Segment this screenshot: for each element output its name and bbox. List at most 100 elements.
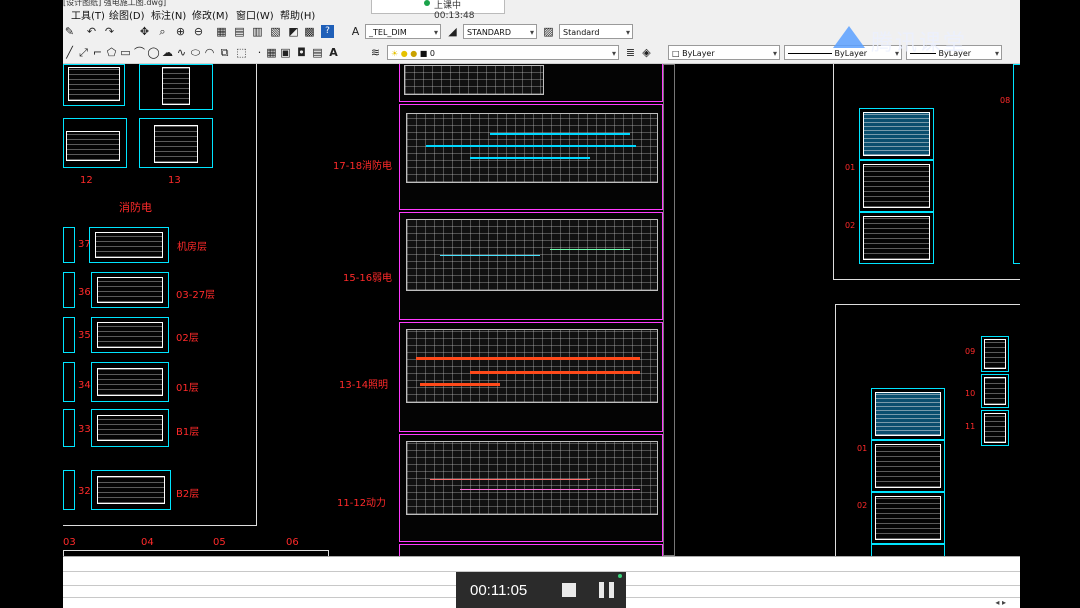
arc-icon[interactable]: ⌒ (134, 46, 145, 59)
dimstyle-value: _TEL_DIM (369, 28, 407, 37)
menu-modify[interactable]: 修改(M) (192, 11, 229, 22)
drawing-thumbnail (97, 415, 163, 441)
drawing-frame[interactable] (63, 470, 75, 510)
dimstyle-combo[interactable]: _TEL_DIM▾ (365, 24, 441, 39)
properties-icon[interactable]: ▦ (216, 25, 227, 38)
layer-combo[interactable]: ☀ ● ● ■ 0 ▾ (387, 45, 619, 60)
drawing-frame[interactable] (981, 374, 1009, 408)
layer-properties-icon[interactable]: ≋ (370, 46, 381, 59)
drawing-frame[interactable] (91, 362, 169, 402)
drawing-frame[interactable] (981, 410, 1009, 446)
drawing-frame[interactable] (871, 440, 945, 492)
construction-line-icon[interactable]: ⤢ (79, 46, 88, 59)
tablestyle-combo[interactable]: Standard▾ (559, 24, 633, 39)
hatch-icon[interactable]: ▦ (266, 46, 277, 59)
region-icon[interactable]: ◘ (297, 46, 306, 59)
drawing-frame[interactable] (981, 336, 1009, 372)
brush-icon[interactable]: ✎ (64, 25, 75, 38)
plan-sheet[interactable] (399, 104, 663, 210)
layer-previous-icon[interactable]: ◈ (642, 46, 651, 59)
tool-palette-icon[interactable]: ▥ (252, 25, 263, 38)
drawing-frame[interactable] (63, 64, 125, 106)
drawing-frame[interactable] (871, 544, 945, 556)
drawing-frame[interactable] (1013, 64, 1020, 264)
scroll-arrows-icon[interactable]: ◂ ▸ (995, 598, 1006, 607)
drawing-frame[interactable] (63, 272, 75, 308)
textstyle-value: STANDARD (467, 28, 512, 37)
tablestyle-icon[interactable]: ▨ (543, 25, 554, 38)
drawing-frame[interactable] (871, 388, 945, 440)
recording-label: 上课中 00:13:48 (434, 1, 475, 21)
plan-sheet[interactable] (399, 544, 663, 556)
dimstyle-icon[interactable]: A (351, 25, 360, 38)
polyline-icon[interactable]: ⌐ (92, 46, 103, 59)
textstyle-combo[interactable]: STANDARD▾ (463, 24, 537, 39)
textstyle-icon[interactable]: ◢ (448, 25, 457, 38)
wire (440, 255, 540, 256)
drawing-frame[interactable] (91, 317, 169, 353)
revision-cloud-icon[interactable]: ☁ (162, 46, 173, 59)
calculator-icon[interactable]: ▩ (304, 25, 315, 38)
sheet-set-icon[interactable]: ▧ (270, 25, 281, 38)
drawing-frame[interactable] (89, 227, 169, 263)
drawing-thumbnail (66, 131, 120, 161)
polygon-icon[interactable]: ⬠ (106, 46, 117, 59)
design-center-icon[interactable]: ▤ (234, 25, 245, 38)
menu-window[interactable]: 窗口(W) (236, 11, 274, 22)
markup-icon[interactable]: ◩ (288, 25, 299, 38)
drawing-frame[interactable] (63, 227, 75, 263)
gradient-icon[interactable]: ▣ (280, 46, 291, 59)
menu-draw[interactable]: 绘图(D) (109, 11, 145, 22)
chevron-down-icon: ▾ (994, 49, 999, 58)
menu-dimension[interactable]: 标注(N) (151, 11, 187, 22)
zoom-realtime-icon[interactable]: ⌕ (159, 25, 166, 38)
make-block-icon[interactable]: ⬚ (236, 46, 247, 59)
redo-icon[interactable]: ↷ (104, 25, 115, 38)
drawing-canvas[interactable]: 12 13 消防电 37 机房层 36 03-27层 35 02层 34 01层… (63, 64, 1020, 556)
line-icon[interactable]: ╱ (66, 46, 73, 59)
table-icon[interactable]: ▤ (312, 46, 323, 59)
drawing-frame[interactable] (871, 492, 945, 544)
plan-sheet[interactable] (399, 434, 663, 542)
make-current-layer-icon[interactable]: ≣ (625, 46, 636, 59)
sheet-number: 13 (168, 175, 181, 186)
undo-icon[interactable]: ↶ (86, 25, 97, 38)
drawing-frame[interactable] (139, 64, 213, 110)
wire (460, 489, 640, 490)
point-icon[interactable]: · (257, 46, 262, 59)
drawing-frame[interactable] (859, 212, 934, 264)
lineweight-combo[interactable]: ByLayer ▾ (906, 45, 1002, 60)
spline-icon[interactable]: ∿ (176, 46, 187, 59)
zoom-previous-icon[interactable]: ⊖ (193, 25, 204, 38)
plan-sheet[interactable] (399, 322, 663, 432)
stop-icon[interactable] (562, 583, 576, 597)
drawing-frame[interactable] (859, 160, 934, 212)
drawing-frame[interactable] (91, 470, 171, 510)
color-combo[interactable]: □ ByLayer ▾ (668, 45, 780, 60)
insert-block-icon[interactable]: ⧉ (220, 46, 229, 59)
drawing-frame[interactable] (63, 409, 75, 447)
drawing-frame[interactable] (139, 118, 213, 168)
menu-tools[interactable]: 工具(T) (71, 11, 105, 22)
plan-sheet[interactable] (399, 64, 663, 102)
drawing-frame[interactable] (63, 362, 75, 402)
help-icon[interactable]: ? (321, 25, 334, 38)
drawing-frame[interactable] (91, 409, 169, 447)
mtext-icon[interactable]: A (329, 46, 338, 59)
drawing-frame[interactable] (63, 317, 75, 353)
drawing-frame[interactable] (91, 272, 169, 308)
pause-icon[interactable] (599, 582, 615, 598)
ellipse-icon[interactable]: ⬭ (190, 46, 201, 59)
zoom-window-icon[interactable]: ⊕ (175, 25, 186, 38)
plan-sheet[interactable] (399, 212, 663, 320)
rectangle-icon[interactable]: ▭ (120, 46, 131, 59)
ellipse-arc-icon[interactable]: ◠ (204, 46, 215, 59)
circle-icon[interactable]: ◯ (147, 46, 160, 59)
sheet-boundary (663, 64, 675, 556)
pan-icon[interactable]: ✥ (139, 25, 150, 38)
drawing-frame[interactable] (859, 108, 934, 160)
chevron-down-icon: ▾ (894, 49, 899, 58)
menu-help[interactable]: 帮助(H) (280, 11, 316, 22)
sheet-number: 34 (78, 380, 91, 391)
drawing-frame[interactable] (63, 118, 127, 168)
